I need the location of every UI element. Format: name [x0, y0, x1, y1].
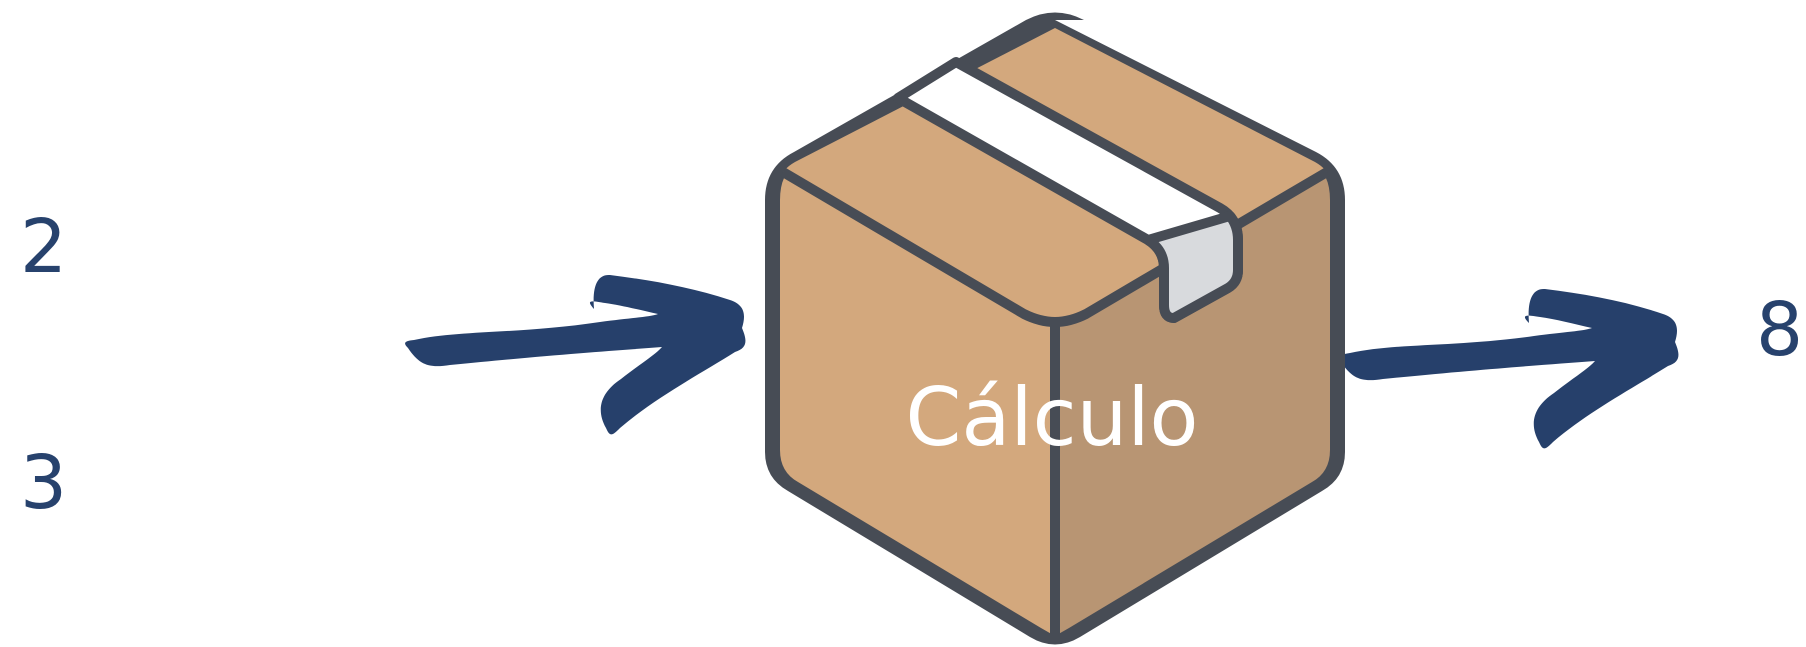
- output-arrow-icon: [1338, 288, 1679, 449]
- input-number-b: 3: [20, 440, 68, 526]
- box-icon: [765, 12, 1345, 645]
- input-number-a: 2: [20, 204, 68, 290]
- input-arrow-icon: [405, 274, 746, 435]
- process-label: Cálculo: [906, 371, 1199, 464]
- output-number: 8: [1756, 287, 1804, 373]
